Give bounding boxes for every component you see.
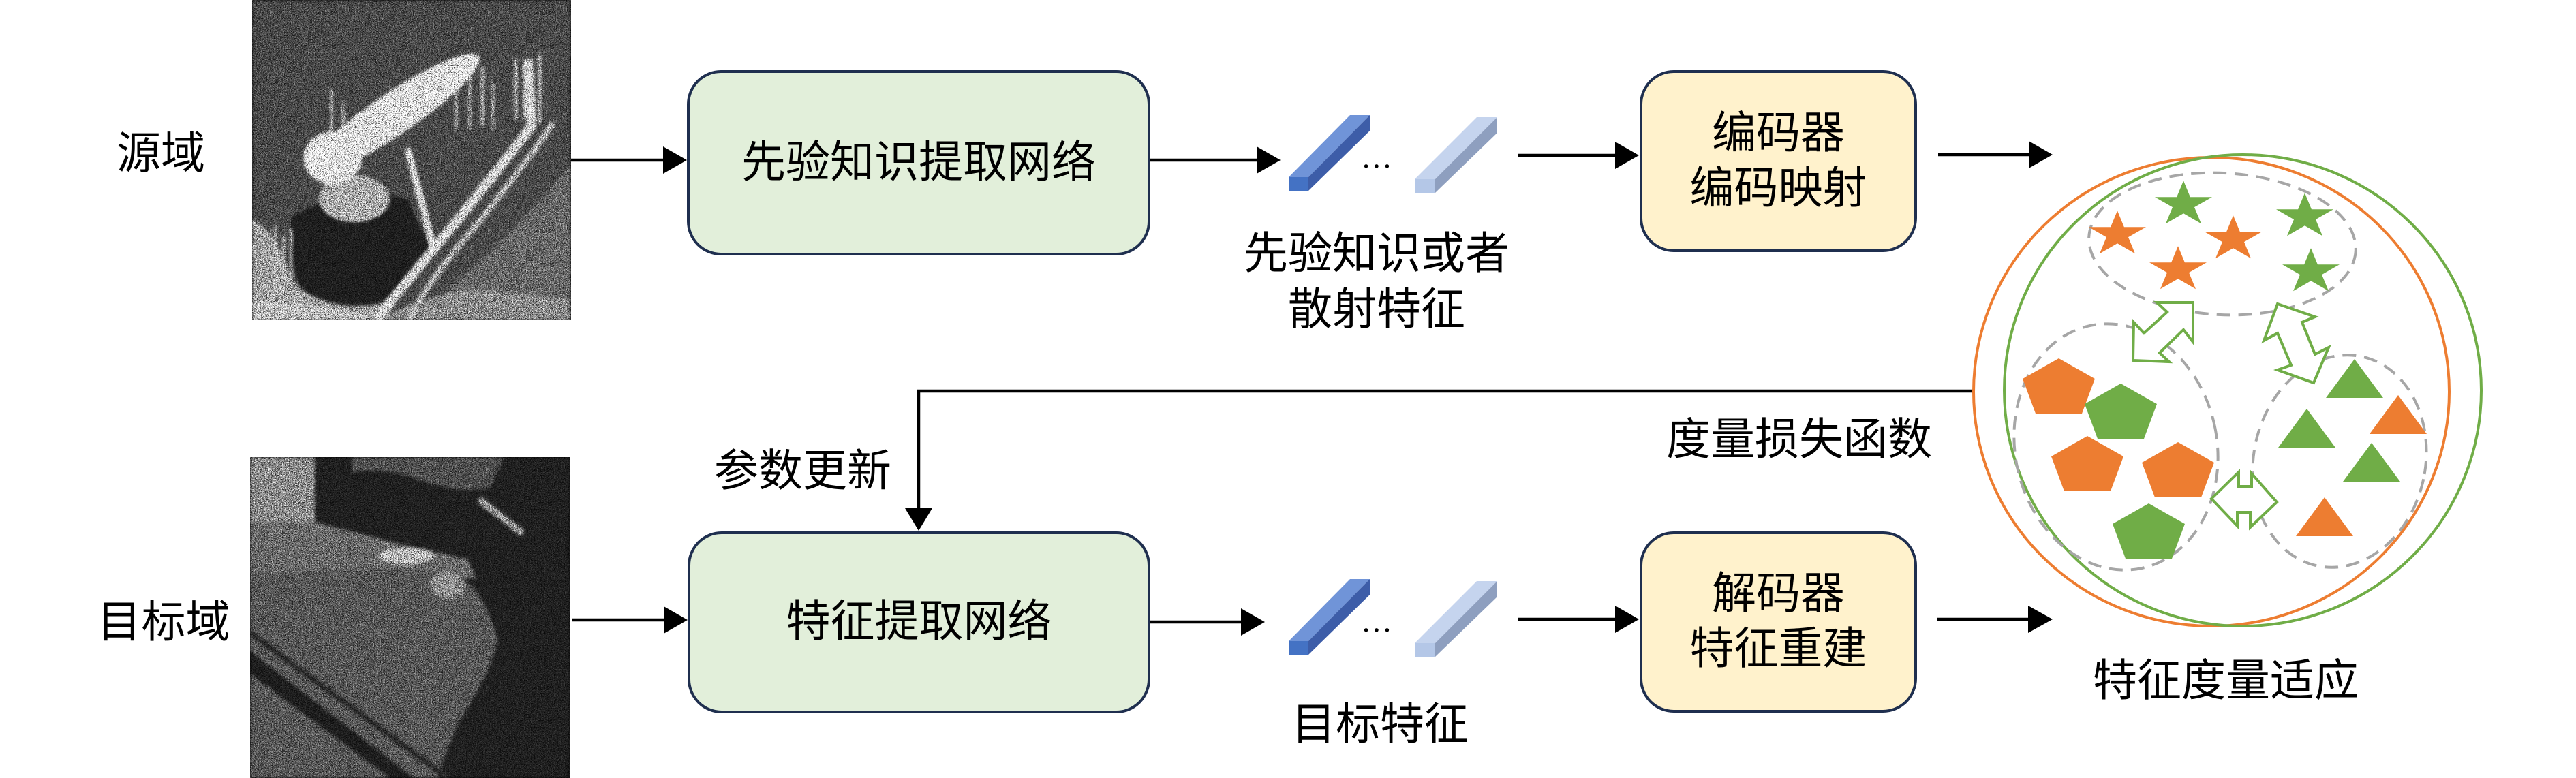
feature-metric-adaptation-caption: 特征度量适应 — [2092, 657, 2359, 706]
feature-vector-bar — [1289, 115, 1370, 191]
orange-star-icon — [2205, 215, 2262, 259]
vector-ellipsis: … — [1361, 604, 1392, 638]
feature-vector-bar — [1415, 581, 1497, 657]
feature-vector-bar — [1289, 579, 1370, 655]
pentagon-cluster-boundary — [2012, 322, 2220, 572]
source-feature-vectors: … — [1289, 115, 1497, 193]
feedback-arrow-parameter-update — [905, 389, 1973, 531]
double-arrow-icon — [2209, 469, 2279, 531]
orange-pentagon-icon — [2051, 436, 2123, 491]
orange-pentagon-icon — [2142, 442, 2214, 497]
caption-line: 先验知识或者 — [1243, 230, 1510, 279]
star-cluster-boundary — [2087, 171, 2357, 317]
box-label-line: 编码映射 — [1689, 164, 1867, 213]
caption-line: 散射特征 — [1287, 285, 1466, 334]
orange-star-icon — [2089, 211, 2146, 254]
green-triangle-icon — [2343, 443, 2400, 482]
box-label-line: 特征重建 — [1689, 625, 1867, 674]
green-triangle-icon — [2278, 409, 2335, 448]
feature-vector-bar — [1415, 117, 1497, 193]
box-label-line: 解码器 — [1711, 570, 1845, 619]
box-label-line: 编码器 — [1711, 108, 1845, 158]
orange-star-icon — [2149, 246, 2207, 290]
arrow-source-to-prior-net — [571, 146, 687, 174]
orange-pentagon-icon — [2023, 358, 2095, 414]
arrow-decoder-to-metric-space — [1937, 606, 2053, 633]
box-label: 特征提取网络 — [786, 597, 1052, 647]
target-domain-sar-image — [250, 457, 570, 778]
feature-metric-space — [1972, 153, 2483, 627]
green-star-icon — [2276, 193, 2333, 236]
source-domain-label: 源域 — [116, 129, 206, 178]
box-label: 先验知识提取网络 — [741, 138, 1096, 187]
green-pentagon-icon — [2113, 503, 2185, 559]
green-pentagon-icon — [2085, 384, 2157, 439]
arrow-feature-net-to-vectors — [1150, 608, 1265, 636]
source-domain-sar-image — [252, 0, 571, 320]
target-feature-vectors: … — [1289, 579, 1497, 657]
cluster-markers — [2023, 181, 2427, 559]
arrow-vectors-to-encoder — [1518, 142, 1639, 169]
arrow-vectors-to-decoder — [1518, 606, 1639, 633]
green-star-icon — [2155, 181, 2212, 224]
encoder-box: 编码器 编码映射 — [1640, 70, 1917, 252]
double-arrow-icon — [2131, 301, 2194, 364]
arrow-encoder-to-metric-space — [1938, 141, 2053, 168]
orange-triangle-icon — [2370, 395, 2427, 434]
green-triangle-icon — [2326, 359, 2383, 398]
target-domain-label: 目标域 — [97, 598, 230, 647]
vector-ellipsis: … — [1361, 140, 1392, 174]
target-feature-caption: 目标特征 — [1291, 700, 1469, 749]
metric-loss-label: 度量损失函数 — [1666, 416, 1933, 465]
source-feature-caption: 先验知识或者 散射特征 — [1244, 226, 1509, 338]
parameter-update-label: 参数更新 — [714, 447, 892, 496]
green-domain-boundary — [2003, 153, 2483, 627]
arrow-target-to-feature-net — [572, 606, 688, 634]
orange-triangle-icon — [2296, 497, 2353, 536]
double-arrow-icon — [2261, 302, 2331, 385]
prior-knowledge-extraction-network-box: 先验知识提取网络 — [687, 70, 1150, 255]
decoder-box: 解码器 特征重建 — [1640, 531, 1917, 713]
green-star-icon — [2282, 248, 2340, 292]
arrow-prior-net-to-vectors — [1150, 146, 1281, 174]
feature-extraction-network-box: 特征提取网络 — [688, 531, 1150, 713]
triangle-cluster-boundary — [2251, 354, 2428, 569]
